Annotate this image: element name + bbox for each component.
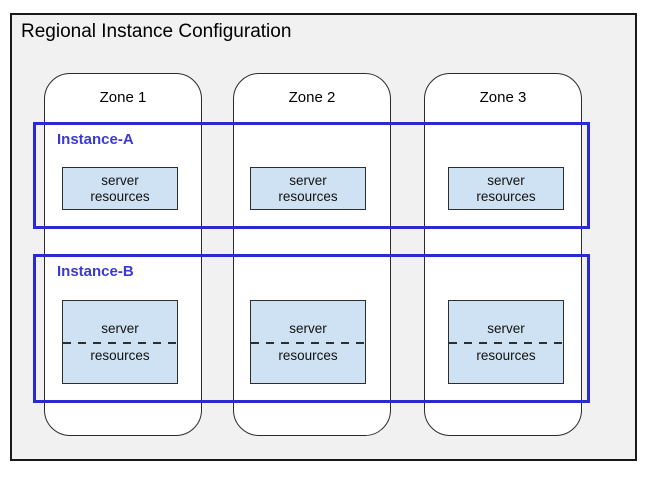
- server-box-line2: resources: [90, 347, 150, 363]
- server-box-line1: server: [487, 172, 525, 188]
- server-box-line2: resources: [90, 188, 150, 204]
- server-resources-box-a2: server resources: [250, 167, 366, 210]
- server-box-line2: resources: [278, 347, 338, 363]
- instance-a-label: Instance-A: [57, 131, 134, 148]
- dashed-split-line: [449, 341, 563, 344]
- zone-1-label: Zone 1: [99, 89, 147, 106]
- server-box-line1: server: [101, 320, 139, 336]
- server-box-line1: server: [487, 320, 525, 336]
- server-resources-box-b2: server resources: [250, 300, 366, 384]
- zone-2-label: Zone 2: [288, 89, 336, 106]
- diagram-title: Regional Instance Configuration: [21, 21, 292, 42]
- server-resources-box-a1: server resources: [62, 167, 178, 210]
- instance-b-label: Instance-B: [57, 263, 134, 280]
- server-box-line2: resources: [476, 347, 536, 363]
- server-box-line1: server: [101, 172, 139, 188]
- instance-b-group: Instance-B: [33, 254, 590, 403]
- dashed-split-line: [251, 341, 365, 344]
- dashed-split-line: [63, 341, 177, 344]
- server-box-line2: resources: [476, 188, 536, 204]
- server-resources-box-b3: server resources: [448, 300, 564, 384]
- server-box-line1: server: [289, 172, 327, 188]
- server-box-line2: resources: [278, 188, 338, 204]
- server-resources-box-b1: server resources: [62, 300, 178, 384]
- server-box-line1: server: [289, 320, 327, 336]
- zone-3-label: Zone 3: [479, 89, 527, 106]
- server-resources-box-a3: server resources: [448, 167, 564, 210]
- instance-a-group: Instance-A: [33, 122, 590, 229]
